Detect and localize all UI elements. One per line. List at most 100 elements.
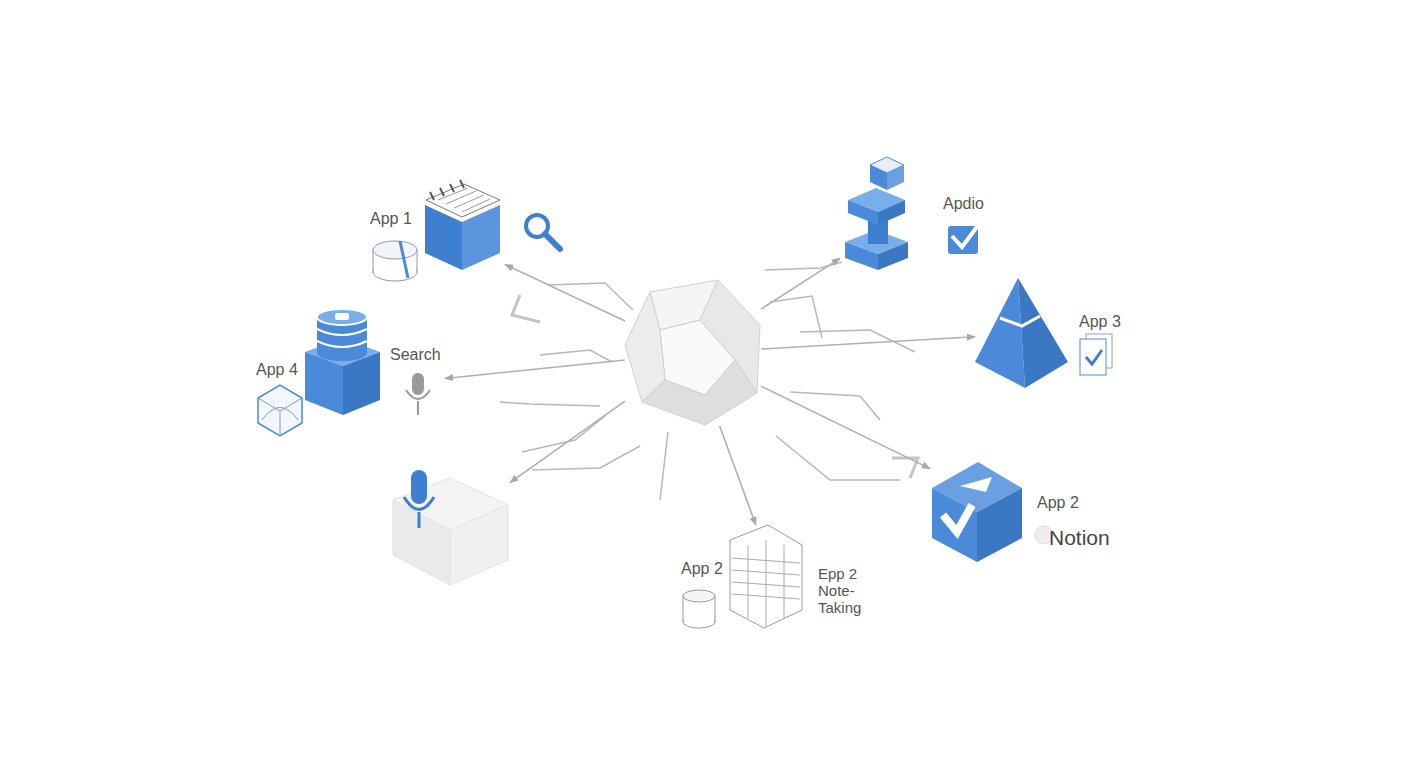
notebook-line (446, 191, 476, 204)
cylinder-top (683, 590, 715, 602)
mic-stand (417, 401, 419, 415)
node-label: App 4 (256, 361, 306, 379)
block-face (870, 165, 887, 190)
node-label: Search (390, 346, 450, 364)
mic-slab (393, 470, 508, 585)
pyramid-face (975, 278, 1025, 388)
chevron-mark (512, 295, 540, 322)
app-node: App 2 Epp 2 Note-Taking (680, 525, 870, 630)
notebook-lines (438, 188, 490, 212)
leader-line (522, 416, 605, 452)
cube-face (977, 488, 1022, 562)
cube-face (343, 352, 380, 415)
mic-head (412, 373, 424, 395)
hub-facet (642, 360, 757, 425)
notebook-cube (425, 180, 500, 270)
wire-edges (258, 398, 302, 436)
pyramid-face (1018, 278, 1068, 388)
leader-lines (500, 262, 918, 500)
grid-line (748, 545, 749, 618)
microphone-icon (406, 373, 430, 415)
slab-face (450, 505, 508, 585)
node-label: Epp 2 Note-Taking (818, 565, 868, 616)
notebook-page (426, 184, 500, 217)
document-check-icon (1080, 334, 1112, 375)
magnifier-icon (526, 215, 560, 249)
leader-line (800, 330, 915, 352)
pyramid-icon (975, 278, 1068, 388)
cylinder-band (400, 241, 408, 278)
mic-stand (418, 512, 421, 528)
cube-face (932, 488, 977, 562)
node-label: Notion (1049, 526, 1119, 549)
connector-arrow (761, 386, 930, 468)
block-face (878, 242, 908, 270)
app-node: App 4 (255, 300, 380, 440)
leader-line (500, 402, 600, 406)
wire-outline (258, 385, 302, 436)
mic-head (411, 470, 427, 504)
node-label: Apdio (943, 195, 993, 213)
magnifier-handle (545, 234, 560, 249)
pyramid-stripe (1000, 316, 1040, 326)
app-node: App 2Notion (930, 460, 1110, 565)
mic-cradle (406, 390, 430, 399)
database-ring (317, 329, 367, 335)
hub-node (625, 280, 761, 426)
leader-line (790, 392, 880, 420)
leader-line (540, 350, 612, 362)
connector-arrow (510, 401, 625, 482)
node-label: App 1 (370, 210, 430, 228)
block-face (848, 200, 878, 225)
spiral-ring (440, 188, 444, 196)
block-face (887, 165, 904, 190)
mic-cradle (404, 497, 434, 510)
check-cube (932, 462, 1022, 562)
cylinder-top (373, 241, 417, 259)
audio-stack (845, 157, 908, 270)
spiral-ring (460, 180, 464, 188)
connector-arrow (761, 337, 975, 349)
leader-line (765, 262, 842, 270)
slab-face (393, 500, 450, 585)
wireframe-cube (258, 385, 302, 436)
app-node: App 1 (365, 178, 505, 285)
node-label: App 2 (681, 560, 731, 578)
block-face (845, 242, 878, 270)
notebook-line (454, 195, 484, 208)
chevron-mark (892, 458, 918, 478)
app-node: App 3 (975, 275, 1120, 390)
app-node (390, 465, 510, 585)
database-ring (317, 341, 367, 347)
sheet-grid (732, 540, 800, 626)
connector-arrow (445, 360, 625, 378)
sheet-outline (730, 525, 802, 628)
app-node: Search (385, 343, 445, 420)
database-cube (305, 309, 380, 415)
cube-face (305, 352, 343, 415)
spreadsheet-panel (730, 525, 802, 628)
small-cylinder (373, 241, 417, 281)
leader-line (548, 283, 633, 310)
connector-arrow (505, 264, 625, 321)
cube-tick (943, 505, 972, 532)
hub-polyhedron (625, 280, 760, 425)
notebook-spiral (430, 180, 464, 200)
database-top (317, 309, 367, 325)
leader-line (776, 436, 900, 480)
app-node: Apdio (840, 150, 990, 270)
small-cylinder (683, 590, 715, 628)
connector-arrow (761, 258, 840, 309)
cube-mark (960, 477, 992, 492)
grid-line (784, 545, 785, 618)
leader-line (660, 432, 668, 500)
notebook-line (462, 199, 490, 212)
block-face (878, 200, 905, 225)
doc-tick (1086, 350, 1102, 364)
doc-front (1080, 339, 1106, 375)
grid-line (766, 540, 767, 626)
spiral-ring (450, 184, 454, 192)
database-slot (335, 313, 349, 320)
